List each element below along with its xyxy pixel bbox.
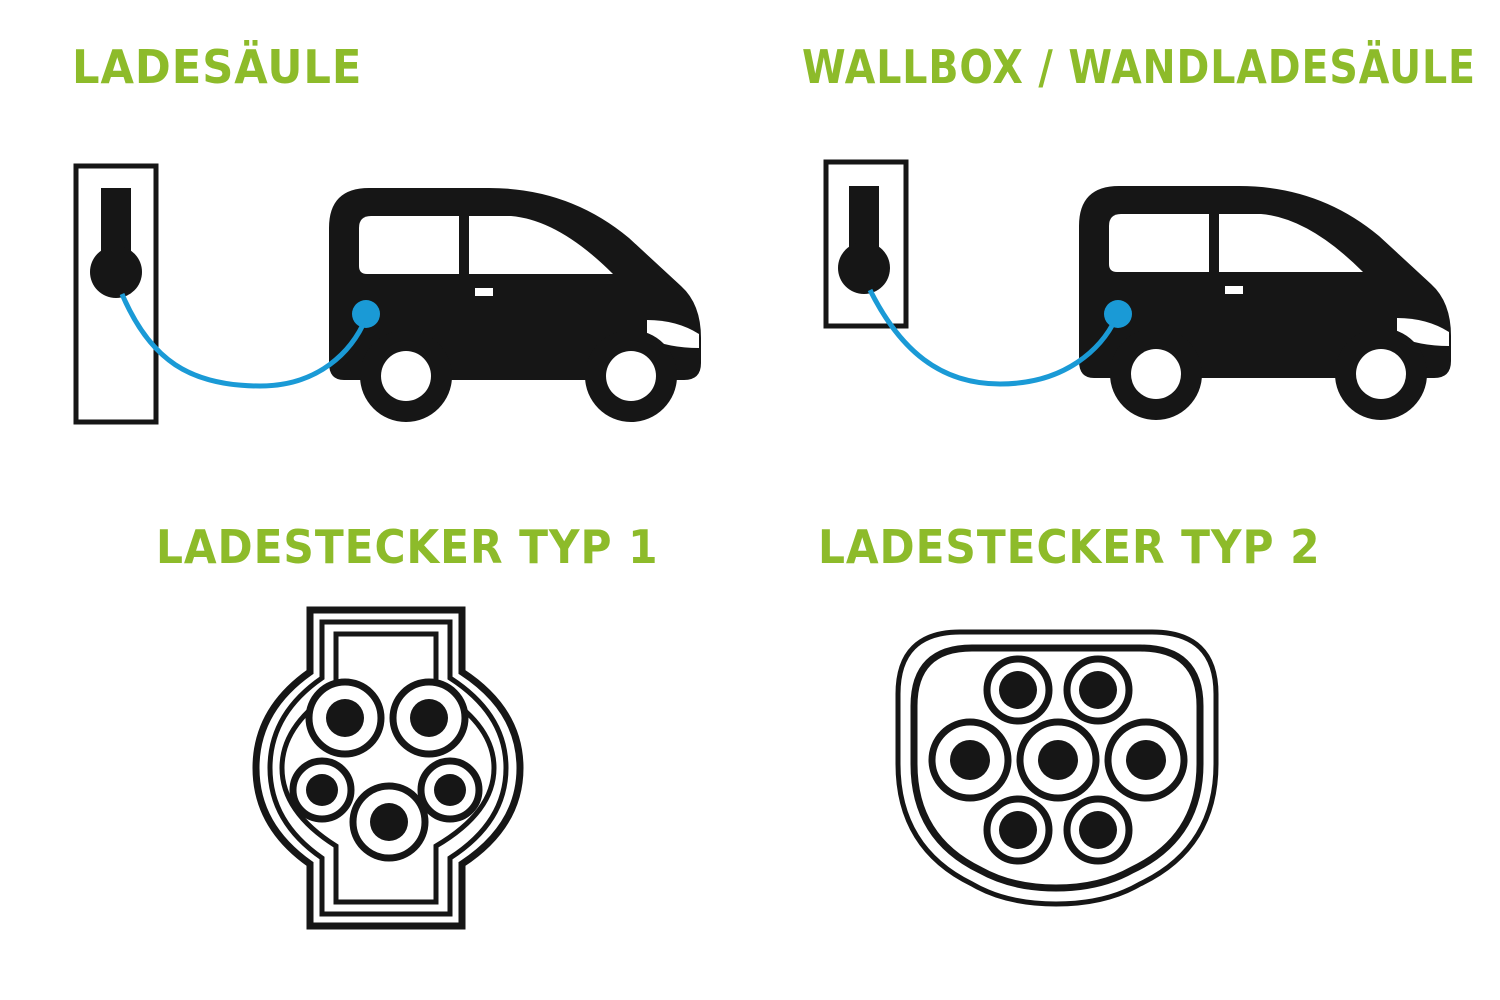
- type2-connector-icon: [895, 629, 1219, 907]
- electric-car: [329, 188, 701, 422]
- electric-car: [1079, 186, 1451, 420]
- charging-cable: [867, 288, 1119, 387]
- charging-cable: [119, 293, 369, 389]
- wallbox-plug: [838, 242, 890, 294]
- charge-port: [1104, 300, 1132, 328]
- title-ladestecker-typ1: LADESTECKER TYP 1: [156, 520, 659, 574]
- title-wallbox: WALLBOX / WANDLADESÄULE: [802, 40, 1476, 94]
- title-ladestecker-typ2: LADESTECKER TYP 2: [818, 520, 1321, 574]
- wallbox-car-icon: [823, 159, 1451, 420]
- wallbox-unit: [823, 159, 909, 329]
- type1-connector-icon: [252, 606, 524, 930]
- charger-plug: [90, 246, 142, 298]
- charge-port: [352, 300, 380, 328]
- title-ladesaeule: LADESÄULE: [72, 40, 363, 94]
- charging-pillar: [73, 163, 159, 425]
- charging-station-car-icon: [73, 163, 701, 425]
